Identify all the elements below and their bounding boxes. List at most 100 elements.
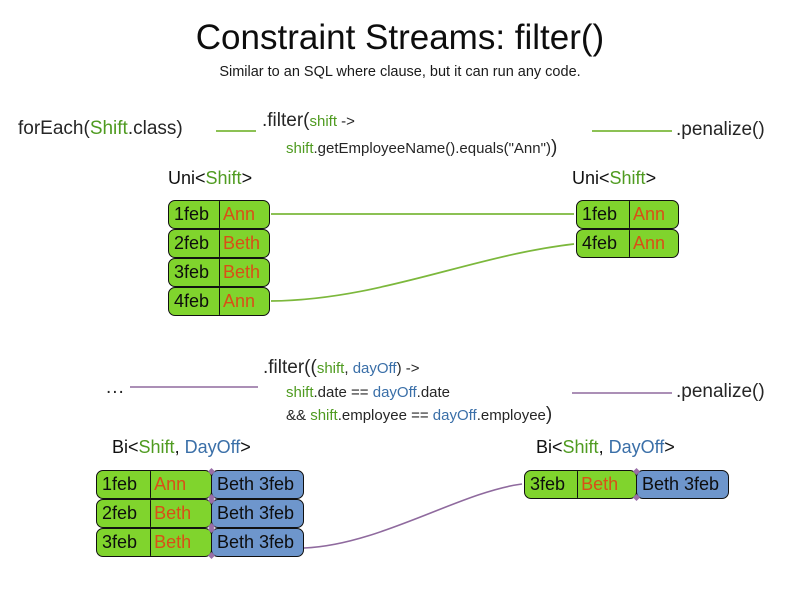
dayoff-fact-card[interactable]: Beth 3feb — [632, 467, 729, 502]
table-row[interactable]: 3feb Beth — [168, 258, 270, 287]
shift-fact-card[interactable]: 4feb Ann — [576, 229, 679, 258]
shift-fact-card[interactable]: 1feb Ann — [96, 470, 212, 499]
dayoff-fact-card[interactable]: Beth 3feb — [207, 496, 304, 531]
shift-fact-card[interactable]: 3feb Beth — [168, 258, 270, 287]
shift-fact-card[interactable]: 2feb Beth — [96, 499, 212, 528]
shift-fact-card[interactable]: 1feb Ann — [168, 200, 270, 229]
shift-fact-card[interactable]: 2feb Beth — [168, 229, 270, 258]
shift-date: 2feb — [102, 503, 138, 523]
uni-filter-close-paren: ) — [550, 137, 558, 158]
uni-output-label-type: Shift — [609, 168, 646, 188]
bi-filter-l2-end: .date — [416, 384, 451, 401]
uni-input-label-suffix: > — [241, 168, 253, 188]
uni-filter-body-param: shift — [286, 140, 314, 157]
shift-date: 4feb — [174, 291, 210, 311]
table-row[interactable]: 1feb Ann — [168, 200, 270, 229]
page-title: Constraint Streams: filter() — [195, 18, 605, 57]
uni-penalize-call: .penalize() — [676, 119, 765, 140]
uni-output-label-suffix: > — [645, 168, 657, 188]
bi-filter-l3-shift: shift — [310, 407, 338, 424]
uni-filter-param: shift — [309, 113, 338, 130]
bi-filter-l2-dayoff: dayOff — [372, 384, 417, 401]
shift-date: 1feb — [102, 474, 138, 494]
table-row[interactable]: 2feb Beth — [168, 229, 270, 258]
uni-input-label-prefix: Uni< — [168, 168, 206, 188]
bi-filter-prefix: .filter(( — [263, 357, 317, 378]
shift-employee: Ann — [154, 474, 187, 494]
uni-filter-body: .getEmployeeName().equals("Ann") — [313, 140, 551, 157]
bi-filter-line-2: shift.date == dayOff.date — [286, 384, 450, 401]
dayoff-fact-card[interactable]: Beth 3feb — [207, 525, 304, 560]
bi-source-ellipsis: ... — [106, 377, 125, 398]
shift-date: 2feb — [174, 233, 210, 253]
bi-output-table: 3feb Beth Beth 3feb — [524, 467, 729, 502]
bi-filter-line-3: && shift.employee == dayOff.employee) — [286, 404, 552, 426]
uni-filter-arrow: -> — [337, 113, 355, 130]
bi-filter-l2-shift: shift — [286, 384, 314, 401]
shift-employee: Beth — [223, 233, 261, 253]
card-divider — [150, 500, 151, 527]
uni-filter-line-2: shift.getEmployeeName().equals("Ann")) — [286, 137, 557, 159]
uni-filter-prefix: .filter( — [262, 110, 310, 131]
bi-filter-arrow: ) -> — [396, 360, 420, 377]
shift-employee: Ann — [223, 204, 256, 224]
bi-filter-l2-mid: .date == — [313, 384, 373, 401]
table-row[interactable]: 3feb Beth Beth 3feb — [96, 525, 304, 560]
table-row[interactable]: 4feb Ann — [576, 229, 679, 258]
shift-date: 3feb — [102, 532, 138, 552]
shift-employee: Beth — [154, 532, 192, 552]
shift-employee: Beth — [581, 474, 619, 494]
shift-date: 1feb — [582, 204, 618, 224]
shift-fact-card[interactable]: 4feb Ann — [168, 287, 270, 316]
shift-fact-card[interactable]: 1feb Ann — [576, 200, 679, 229]
match-line-4feb — [270, 243, 575, 302]
card-divider — [629, 201, 630, 228]
shift-employee: Ann — [223, 291, 256, 311]
bi-filter-line-1: .filter((shift, dayOff) -> — [263, 357, 420, 379]
card-divider — [219, 288, 220, 315]
uni-filter-line-1: .filter(shift -> — [262, 110, 355, 132]
uni-input-label: Uni<Shift> — [168, 168, 252, 189]
dayoff-value: Beth 3feb — [642, 474, 720, 494]
bi-input-table: 1feb Ann Beth 3feb 2feb Beth Beth 3feb — [96, 467, 304, 560]
bi-output-label: Bi<Shift, DayOff> — [536, 437, 675, 458]
bi-filter-l3-end: .employee — [476, 407, 546, 424]
bi-input-label-type2: DayOff — [184, 437, 241, 457]
bi-filter-param-sep: , — [344, 360, 353, 377]
uni-output-label: Uni<Shift> — [572, 168, 656, 189]
shift-employee: Beth — [154, 503, 192, 523]
shift-fact-card[interactable]: 3feb Beth — [524, 470, 637, 499]
table-row[interactable]: 1feb Ann Beth 3feb — [96, 467, 304, 502]
card-divider — [150, 471, 151, 498]
card-divider — [577, 471, 578, 498]
page-subtitle: Similar to an SQL where clause, but it c… — [219, 64, 581, 80]
table-row[interactable]: 4feb Ann — [168, 287, 270, 316]
table-row[interactable]: 3feb Beth Beth 3feb — [524, 467, 729, 502]
bi-input-label-sep: , — [174, 437, 185, 457]
bi-filter-l3-and: && — [286, 407, 311, 424]
shift-employee: Ann — [632, 233, 666, 253]
table-row[interactable]: 2feb Beth Beth 3feb — [96, 496, 304, 531]
bi-filter-param-dayoff: dayOff — [352, 360, 397, 377]
dayoff-value: Beth 3feb — [217, 532, 295, 552]
uni-output-table: 1feb Ann 4feb Ann — [576, 200, 679, 258]
shift-date: 3feb — [174, 262, 210, 282]
card-divider — [150, 529, 151, 556]
shift-employee: Ann — [632, 204, 666, 224]
dayoff-fact-card[interactable]: Beth 3feb — [207, 467, 304, 502]
card-divider — [629, 230, 630, 257]
shift-fact-card[interactable]: 3feb Beth — [96, 528, 212, 557]
table-row[interactable]: 1feb Ann — [576, 200, 679, 229]
dayoff-value: Beth 3feb — [217, 474, 295, 494]
uni-input-table: 1feb Ann 2feb Beth 3feb Beth 4feb An — [168, 200, 270, 316]
shift-date: 1feb — [174, 204, 210, 224]
bi-output-label-sep: , — [598, 437, 609, 457]
card-divider — [219, 201, 220, 228]
card-divider — [219, 259, 220, 286]
bi-filter-close-paren: ) — [545, 404, 553, 425]
bi-output-label-type1: Shift — [562, 437, 599, 457]
bi-output-label-type2: DayOff — [608, 437, 665, 457]
bi-input-label-suffix: > — [240, 437, 251, 457]
